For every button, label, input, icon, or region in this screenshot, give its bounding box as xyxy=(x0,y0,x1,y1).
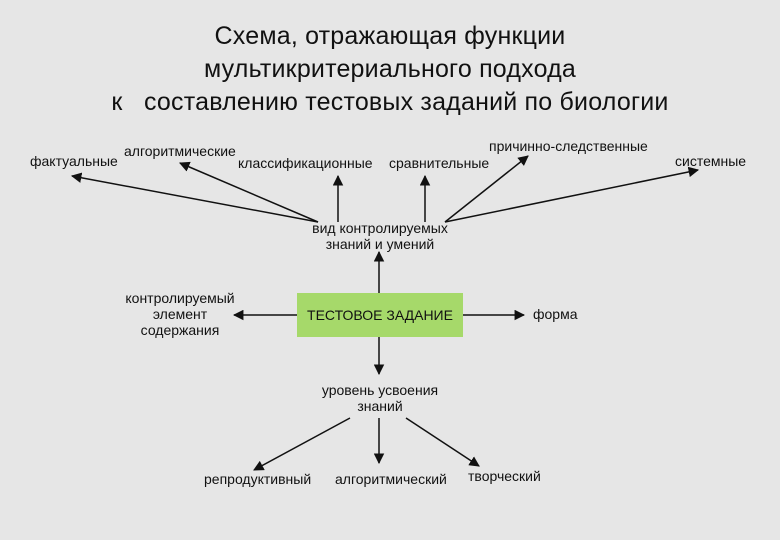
mastery-level-line-2: знаний xyxy=(357,398,403,414)
item-reproductive: репродуктивный xyxy=(204,471,312,487)
form-node: форма xyxy=(533,306,578,322)
test-task-label: ТЕСТОВОЕ ЗАДАНИЕ xyxy=(307,307,453,323)
item-factual: фактуальные xyxy=(30,153,118,169)
content-element-node: контролируемый элемент содержания xyxy=(110,290,250,338)
arrow-to-causal xyxy=(444,155,529,223)
knowledge-type-node: вид контролируемых знаний и умений xyxy=(300,220,460,252)
arrow-to-creative xyxy=(405,417,480,467)
content-element-line-3: содержания xyxy=(140,322,220,338)
item-mastery-algorithmic: алгоритмический xyxy=(335,471,447,487)
mastery-level-node: уровень усвоения знаний xyxy=(300,382,460,414)
knowledge-type-line-2: знаний и умений xyxy=(325,236,435,252)
content-element-line-1: контролируемый xyxy=(125,290,235,306)
item-systemic: системные xyxy=(675,153,747,169)
knowledge-type-line-1: вид контролируемых xyxy=(312,220,448,236)
item-causal: причинно-следственные xyxy=(489,138,648,154)
test-task-box: ТЕСТОВОЕ ЗАДАНИЕ xyxy=(297,293,463,337)
arrow-to-factual xyxy=(70,172,319,223)
title-line-1: Схема, отражающая функции xyxy=(214,22,566,50)
title-line-3: к составлению тестовых заданий по биолог… xyxy=(111,88,669,116)
content-element-line-2: элемент xyxy=(152,306,208,322)
item-comparative: сравнительные xyxy=(389,155,490,171)
arrow-to-algorithmic xyxy=(179,161,319,223)
item-classification: классификационные xyxy=(238,155,373,171)
item-creative: творческий xyxy=(468,468,541,484)
arrow-to-reproductive xyxy=(253,417,351,471)
title-line-2: мультикритериального подхода xyxy=(203,55,577,83)
diagram-title: Схема, отражающая функции мультикритериа… xyxy=(0,20,780,119)
arrow-to-systemic xyxy=(444,166,700,223)
mastery-level-line-1: уровень усвоения xyxy=(321,382,439,398)
item-algorithmic: алгоритмические xyxy=(124,143,236,159)
